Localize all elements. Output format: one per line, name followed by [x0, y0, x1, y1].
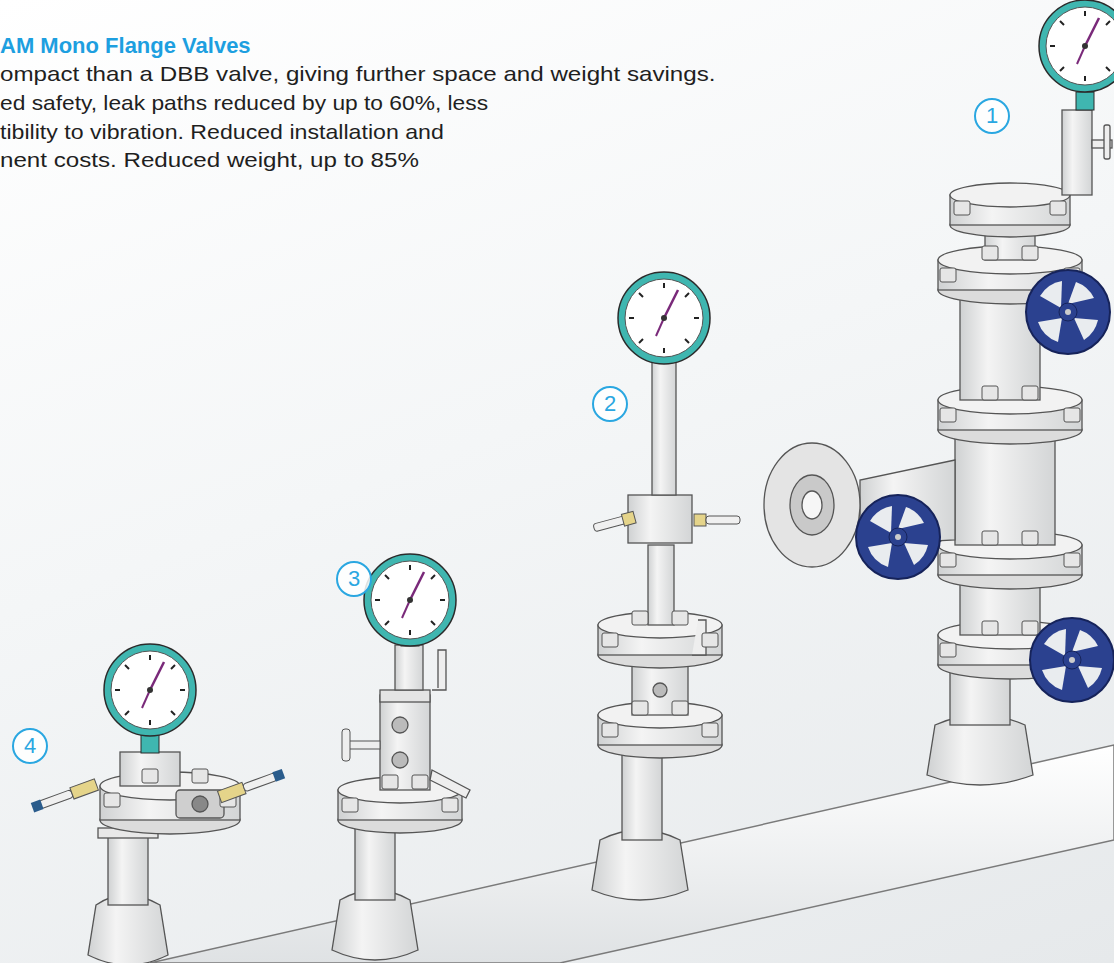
description-text: ompact than a DBB valve, giving further …	[0, 62, 716, 86]
callout-number: 4	[12, 728, 48, 764]
heading-title: AM Mono Flange Valves	[0, 33, 251, 59]
callout-number: 2	[592, 386, 628, 422]
description-text: tibility to vibration. Reduced installat…	[0, 120, 444, 144]
description-text: nent costs. Reduced weight, up to 85%	[0, 148, 419, 172]
callout-number: 3	[336, 561, 372, 597]
callout-number: 1	[974, 98, 1010, 134]
description-text: ed safety, leak paths reduced by up to 6…	[0, 91, 488, 115]
